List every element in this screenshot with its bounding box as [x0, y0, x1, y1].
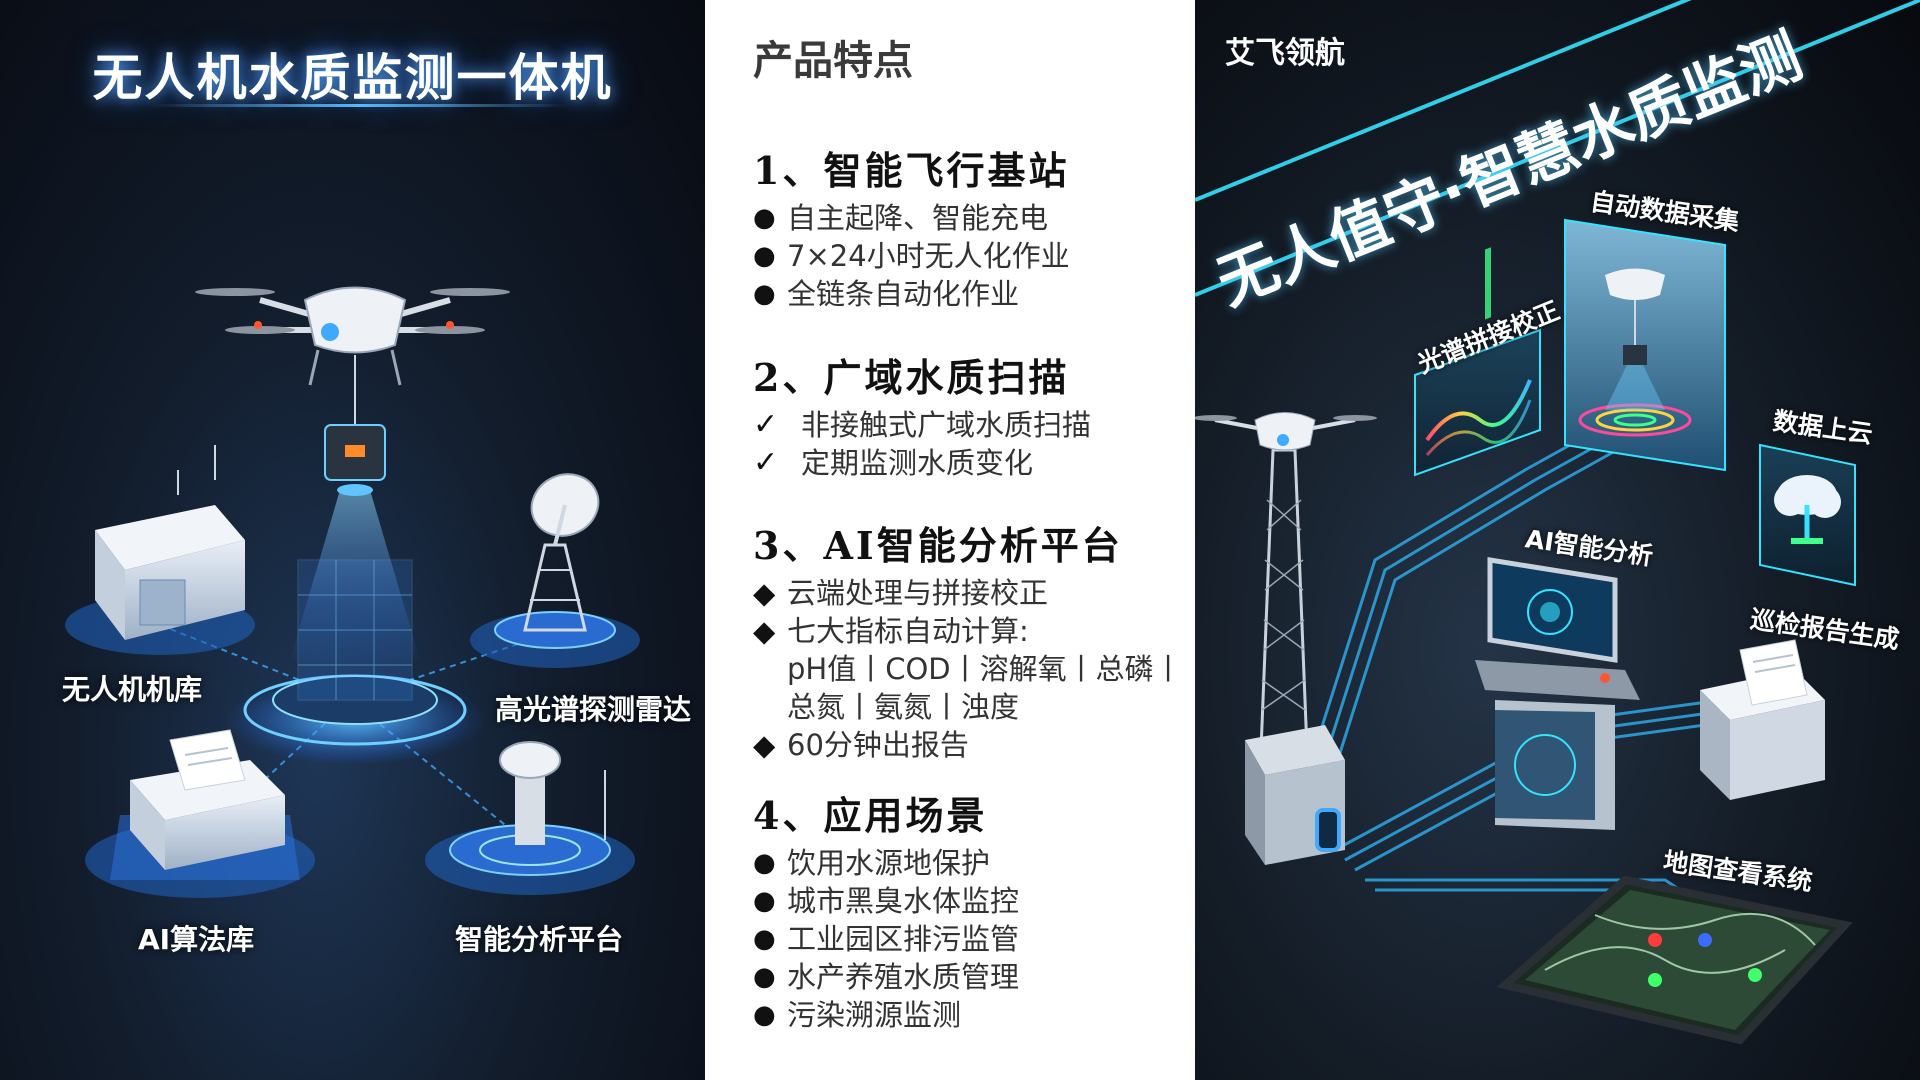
cloud-upload-panel-icon	[1759, 443, 1856, 587]
algorithm-label: AI算法库	[138, 923, 255, 956]
list-item: ◆云端处理与拼接校正	[753, 576, 1049, 610]
feature-section-2: 2、广域水质扫描 ✓非接触式广域水质扫描 ✓定期监测水质变化	[753, 347, 1183, 482]
section-heading: 4、应用场景	[753, 793, 988, 838]
bullet-icon: ●	[753, 848, 776, 878]
bullet-icon: ●	[753, 924, 776, 954]
bullet-icon: ●	[753, 962, 776, 992]
indicator-list: pH值丨COD丨溶解氧丨总磷丨总氮丨氨氮丨浊度	[753, 650, 1183, 726]
bullet-icon: ●	[753, 203, 776, 233]
section-heading: 2、广域水质扫描	[753, 355, 1070, 400]
feature-section-3: 3、AI智能分析平台 ◆云端处理与拼接校正 ◆七大指标自动计算: pH值丨COD…	[753, 515, 1183, 764]
analysis-platform-icon	[425, 741, 635, 895]
list-item: ✓非接触式广域水质扫描	[753, 407, 1092, 442]
hangar-icon	[65, 445, 255, 655]
center-platform	[225, 490, 485, 765]
diamond-icon: ◆	[753, 576, 776, 610]
spectral-chart-panel-icon	[1414, 247, 1541, 477]
slogan-neon-lines	[1195, 0, 1920, 297]
platform-label: 智能分析平台	[455, 923, 624, 956]
map-tablet-icon	[1496, 875, 1853, 1045]
brand-logo-text: 艾飞领航	[1225, 36, 1345, 71]
radar-label: 高光谱探测雷达	[495, 693, 692, 726]
features-panel: 产品特点 1、智能飞行基站 ●自主起降、智能充电 ●7×24小时无人化作业 ●全…	[705, 0, 1195, 1080]
feature-section-1: 1、智能飞行基站 ●自主起降、智能充电 ●7×24小时无人化作业 ●全链条自动化…	[753, 140, 1183, 313]
data-collection-panel-icon	[1564, 218, 1726, 472]
report-printer-icon	[1700, 639, 1825, 800]
bullet-icon: ●	[753, 886, 776, 916]
left-illustration-panel: 无人机水质监测一体机 无人机机库 高光谱探测雷达 AI算法库 智能分析平台	[0, 0, 705, 1080]
list-item: ◆七大指标自动计算:	[753, 614, 1029, 648]
feature-section-4: 4、应用场景 ●饮用水源地保护 ●城市黑臭水体监控 ●工业园区排污监管 ●水产养…	[753, 785, 1183, 1034]
hangar-label: 无人机机库	[62, 673, 203, 706]
ai-console-icon	[1475, 557, 1640, 830]
checkmark-icon: ✓	[753, 445, 779, 480]
right-illustration-panel: 艾飞领航 无人值守·智慧水质监测 自动数据采集 光谱拼接校正 数据上云 AI智能…	[1195, 0, 1920, 1080]
list-item: ●自主起降、智能充电	[753, 201, 1049, 235]
bullet-icon: ●	[753, 1000, 776, 1030]
title-underline-glow	[150, 104, 570, 107]
drone-icon	[195, 286, 510, 496]
list-item: ✓定期监测水质变化	[753, 445, 1034, 480]
printer-icon	[85, 729, 315, 898]
workflow-illustration	[1195, 0, 1920, 1045]
list-item: ●7×24小时无人化作业	[753, 239, 1070, 273]
section-heading: 3、AI智能分析平台	[753, 523, 1123, 568]
list-item: ●水产养殖水质管理	[753, 960, 1020, 994]
list-item: ●污染溯源监测	[753, 998, 962, 1032]
section-heading: 1、智能飞行基站	[753, 148, 1070, 193]
list-item: ◆60分钟出报告	[753, 728, 969, 762]
diamond-icon: ◆	[753, 728, 776, 762]
features-title: 产品特点	[753, 38, 913, 84]
bullet-icon: ●	[753, 241, 776, 271]
list-item: ●城市黑臭水体监控	[753, 884, 1020, 918]
bullet-icon: ●	[753, 279, 776, 309]
indicator-text: pH值丨COD丨溶解氧丨总磷丨总氮丨氨氮丨浊度	[787, 652, 1183, 724]
radar-icon	[470, 473, 640, 668]
list-item: ●饮用水源地保护	[753, 846, 991, 880]
left-panel-title: 无人机水质监测一体机	[92, 49, 613, 107]
diamond-icon: ◆	[753, 614, 776, 648]
system-overview-illustration	[65, 286, 640, 898]
checkmark-icon: ✓	[753, 407, 779, 442]
list-item: ●工业园区排污监管	[753, 922, 1020, 956]
list-item: ●全链条自动化作业	[753, 277, 1020, 311]
tower-base-station-icon	[1195, 412, 1377, 865]
